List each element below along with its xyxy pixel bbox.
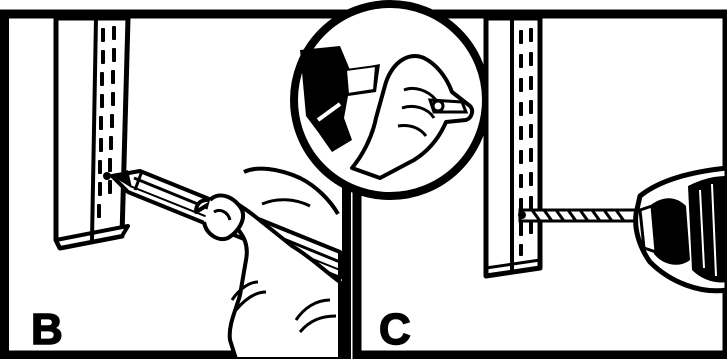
hand-icon xyxy=(196,169,340,359)
panel-b-label: B xyxy=(31,308,63,352)
shelf-standard-rail-icon-c xyxy=(486,18,540,276)
drill-bit-icon xyxy=(518,210,646,221)
magnified-detail-circle-icon xyxy=(294,4,486,196)
panel-c-label: C xyxy=(379,308,411,352)
shelf-standard-rail-icon xyxy=(56,18,128,248)
power-drill-icon xyxy=(636,168,727,291)
